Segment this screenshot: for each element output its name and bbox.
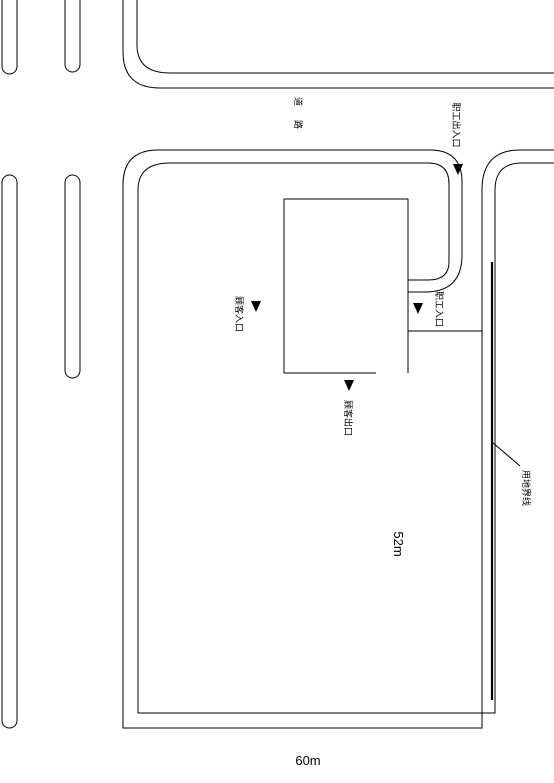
road-median-strip	[64, 0, 81, 73]
road-curb-outer	[481, 149, 554, 320]
width-dimension-label: 60m	[295, 753, 320, 768]
building	[283, 198, 409, 374]
road-name-label: 道路	[292, 97, 304, 143]
site-outline-inner	[137, 162, 496, 714]
staff-entrance-side-label: 职工入口	[433, 291, 444, 327]
property-line-leader	[491, 441, 521, 467]
arrow-icon	[251, 301, 261, 312]
depth-dimension-label: 52m	[391, 531, 406, 556]
road-curb-inner	[494, 162, 554, 265]
arrow-icon	[413, 303, 423, 314]
road-median-strip	[64, 174, 81, 379]
road-curb-outer	[122, 0, 554, 89]
property-line-label: 用地界线	[520, 470, 532, 506]
road-median-strip	[1, 174, 18, 729]
road-curb-inner	[136, 0, 554, 74]
visitor-exit-label: 顾客出口	[342, 400, 354, 436]
visitor-entrance-label: 顾客入口	[233, 296, 245, 332]
arrow-icon	[344, 380, 354, 391]
road-median-strip	[1, 0, 18, 75]
site-outline-outer	[122, 149, 483, 729]
arrow-icon	[453, 164, 463, 175]
staff-entrance-top-label: 职工出入口	[450, 102, 462, 147]
